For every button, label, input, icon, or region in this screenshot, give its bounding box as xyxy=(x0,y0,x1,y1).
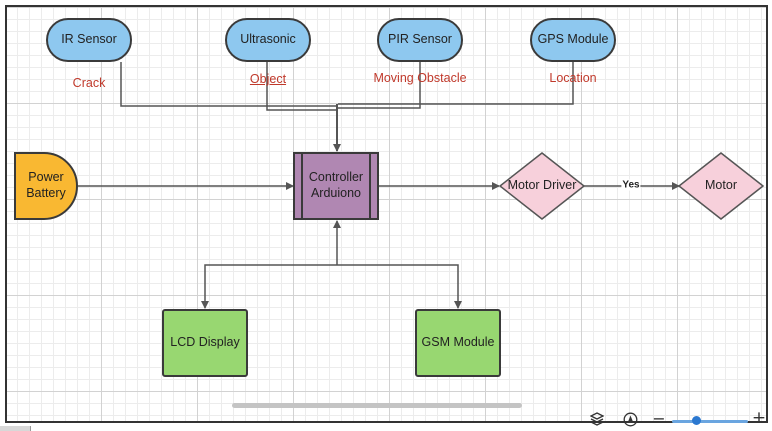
pir-sensor-node[interactable]: PIR Sensor xyxy=(377,18,463,62)
connector-ultrasonic xyxy=(266,62,336,111)
controller-node[interactable]: Controller Arduiono xyxy=(293,152,379,220)
connector-pir-sensor xyxy=(338,62,421,109)
ultrasonic-node[interactable]: Ultrasonic xyxy=(225,18,311,62)
connector-to-gsm xyxy=(337,264,462,309)
motor-driver-label[interactable]: Motor Driver xyxy=(507,178,577,192)
motor-driver-diamond xyxy=(498,152,586,220)
gps-module-node[interactable]: GPS Module xyxy=(530,18,616,62)
connector-to-lcd xyxy=(201,264,337,309)
bottom-strip xyxy=(0,423,772,431)
connector-gps-module xyxy=(338,62,574,105)
motor-label[interactable]: Motor xyxy=(705,178,737,192)
ir-sensor-node[interactable]: IR Sensor xyxy=(46,18,132,62)
navigate-icon-graphic xyxy=(623,412,637,426)
controller-label: Controller Arduiono xyxy=(308,170,364,200)
grid-frame xyxy=(5,5,768,423)
page-tab[interactable] xyxy=(0,426,31,431)
moving-obstacle-label: Moving Obstacle xyxy=(373,71,467,85)
horizontal-scrollbar[interactable] xyxy=(232,403,522,408)
motor-diamond xyxy=(677,152,765,220)
object-label: Object xyxy=(249,72,287,86)
gsm-module-node[interactable]: GSM Module xyxy=(415,309,501,377)
crack-label: Crack xyxy=(72,76,106,90)
lcd-display-node[interactable]: LCD Display xyxy=(162,309,248,377)
controller-right-bar xyxy=(369,154,371,218)
zoom-out-button[interactable]: − xyxy=(652,408,666,428)
layers-icon[interactable] xyxy=(589,411,605,427)
zoom-slider-thumb[interactable] xyxy=(692,416,701,425)
zoom-slider-track[interactable] xyxy=(672,420,748,423)
location-label: Location xyxy=(549,71,597,85)
yes-edge-label: Yes xyxy=(621,179,641,191)
power-battery-node[interactable]: Power Battery xyxy=(14,152,78,220)
connector-ir-sensor xyxy=(120,62,336,107)
controller-left-bar xyxy=(301,154,303,218)
layers-icon-graphic xyxy=(590,412,604,426)
navigate-icon[interactable] xyxy=(622,411,638,427)
zoom-in-button[interactable]: + xyxy=(751,408,767,428)
